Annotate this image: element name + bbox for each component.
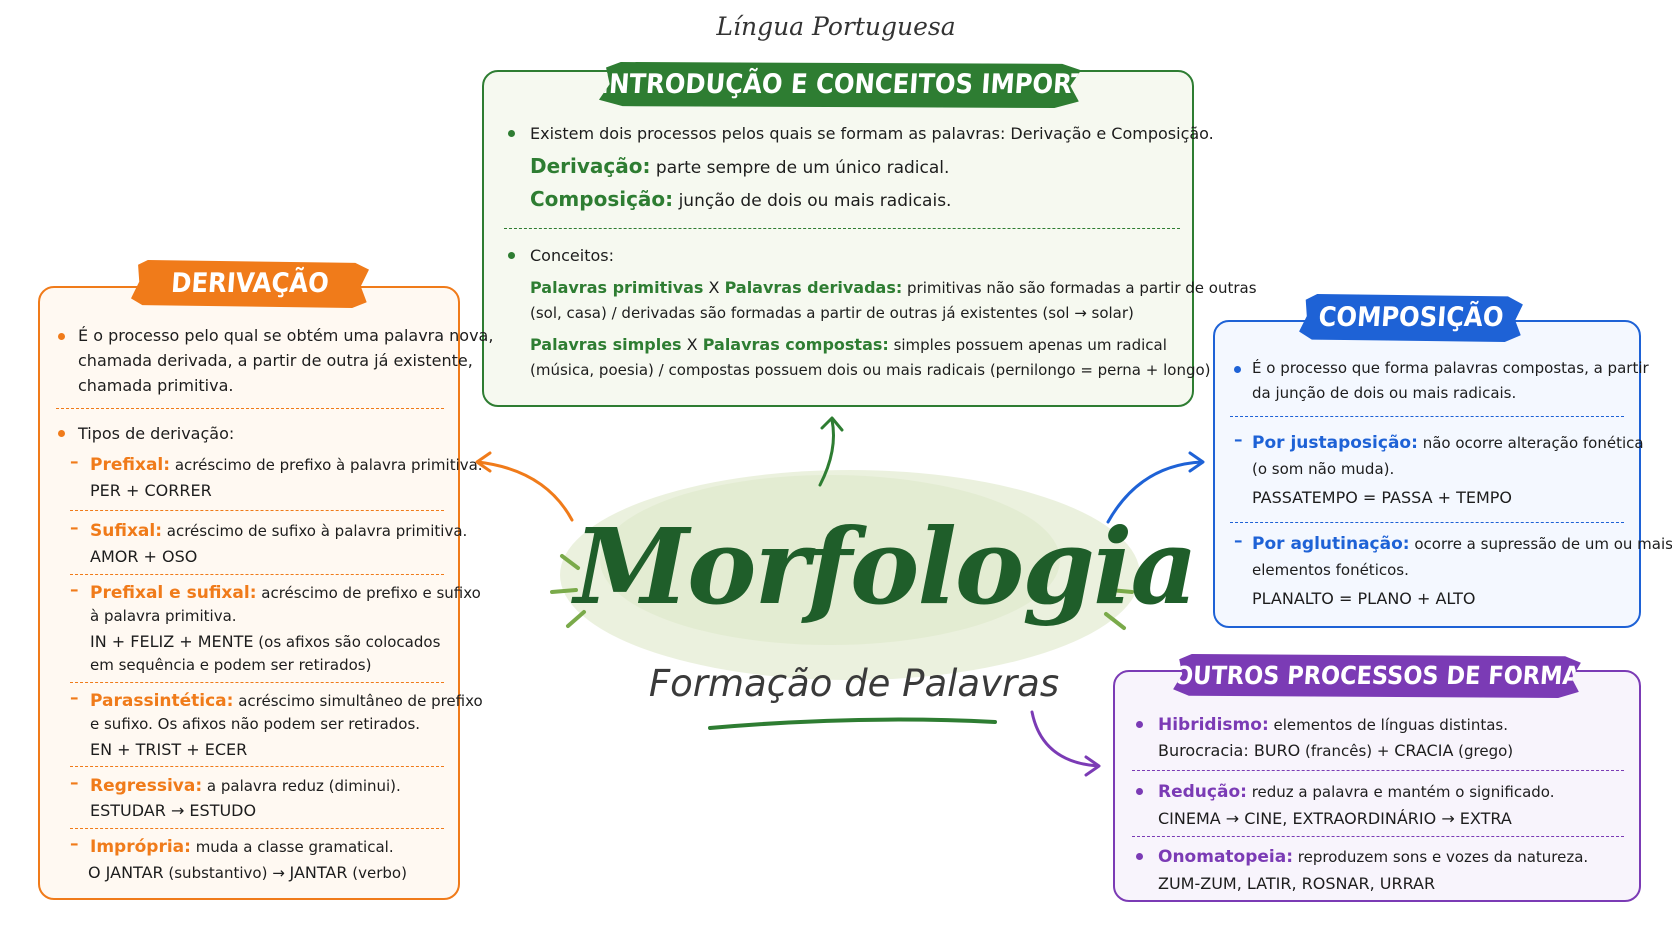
intro-line1: Existem dois processos pelos quais se fo… <box>530 124 1214 143</box>
parassintetica-line: Parassintética: acréscimo simultâneo de … <box>90 691 483 711</box>
outros-box <box>1113 670 1641 902</box>
justaposicao-line: Por justaposição: não ocorre alteração f… <box>1252 433 1644 453</box>
derivacao-def-1: É o processo pelo qual se obtém uma pala… <box>78 326 494 345</box>
derivacao-box <box>38 286 460 900</box>
dash-icon: – <box>1234 531 1243 551</box>
aglutinacao-line-2: elementos fonéticos. <box>1252 561 1409 579</box>
intro-concept-1: Palavras primitivas X Palavras derivadas… <box>530 278 1257 297</box>
derivacao-types-label: Tipos de derivação: <box>78 424 235 443</box>
composicao-def-1: É o processo que forma palavras composta… <box>1252 359 1649 377</box>
divider <box>1132 836 1624 837</box>
intro-concept-1-cont: (sol, casa) / derivadas são formadas a p… <box>530 304 1134 322</box>
composicao-box <box>1213 320 1641 628</box>
hibridismo-example: Burocracia: BURO (francês) + CRACIA (gre… <box>1158 741 1514 760</box>
main-title: Morfologia <box>574 505 1198 628</box>
outros-banner: OUTROS PROCESSOS DE FORMAÇÃO <box>1172 654 1581 698</box>
divider <box>504 228 1180 229</box>
prefixal-line: Prefixal: acréscimo de prefixo à palavra… <box>90 455 483 475</box>
presuf-example: IN + FELIZ + MENTE (os afixos são coloca… <box>90 632 441 651</box>
derivacao-def-3: chamada primitiva. <box>78 376 234 395</box>
composicao-banner: COMPOSIÇÃO <box>1298 294 1523 342</box>
intro-concepts-label: Conceitos: <box>530 246 614 265</box>
regressiva-example: ESTUDAR → ESTUDO <box>90 801 257 820</box>
divider <box>1230 416 1624 417</box>
derivacao-def-2: chamada derivada, a partir de outra já e… <box>78 351 473 370</box>
dash-icon: – <box>70 773 79 793</box>
prefixal-example: PER + CORRER <box>90 481 212 500</box>
divider <box>70 510 444 511</box>
arrow-to-composicao <box>1106 460 1204 524</box>
reducao-example: CINEMA → CINE, EXTRAORDINÁRIO → EXTRA <box>1158 809 1512 828</box>
divider <box>70 574 444 575</box>
derivacao-banner: DERIVAÇÃO <box>130 260 369 308</box>
regressiva-line: Regressiva: a palavra reduz (diminui). <box>90 776 401 796</box>
dash-icon: – <box>70 452 79 472</box>
divider <box>70 682 444 683</box>
hibridismo-line: Hibridismo: elementos de línguas distint… <box>1158 715 1509 735</box>
impropria-line: Imprópria: muda a classe gramatical. <box>90 837 394 857</box>
bullet-icon <box>1136 788 1143 795</box>
aglutinacao-line: Por aglutinação: ocorre a supressão de u… <box>1252 534 1672 554</box>
divider <box>56 408 444 409</box>
dash-icon: – <box>1234 430 1243 450</box>
divider <box>70 766 444 767</box>
intro-box <box>482 70 1194 407</box>
intro-derivacao: Derivação: parte sempre de um único radi… <box>530 154 950 178</box>
bullet-icon <box>1136 721 1143 728</box>
underline-stroke <box>708 717 997 730</box>
onomatopeia-line: Onomatopeia: reproduzem sons e vozes da … <box>1158 847 1589 867</box>
arrow-to-derivacao <box>476 460 574 522</box>
dash-icon: – <box>70 580 79 600</box>
justaposicao-line-2: (o som não muda). <box>1252 460 1395 478</box>
sparkle-left <box>550 554 586 628</box>
parassintetica-example: EN + TRIST + ECER <box>90 740 248 759</box>
dash-icon: – <box>70 518 79 538</box>
bullet-icon <box>1136 853 1143 860</box>
reducao-line: Redução: reduz a palavra e mantém o sign… <box>1158 782 1555 802</box>
aglutinacao-example: PLANALTO = PLANO + ALTO <box>1252 589 1476 608</box>
bullet-icon <box>508 252 515 259</box>
arrow-to-outros <box>1030 710 1100 768</box>
divider <box>70 828 444 829</box>
presuf-line: Prefixal e sufixal: acréscimo de prefixo… <box>90 583 481 603</box>
onomatopeia-example: ZUM-ZUM, LATIR, ROSNAR, URRAR <box>1158 874 1436 893</box>
intro-composicao: Composição: junção de dois ou mais radic… <box>530 187 952 211</box>
bullet-icon <box>508 130 515 137</box>
justaposicao-example: PASSATEMPO = PASSA + TEMPO <box>1252 488 1513 507</box>
divider <box>1132 770 1624 771</box>
arrow-to-intro <box>818 418 835 487</box>
bullet-icon <box>58 333 65 340</box>
intro-banner: INTRODUÇÃO E CONCEITOS IMPORTANTES <box>598 62 1081 108</box>
intro-concept-2-cont: (música, poesia) / compostas possuem doi… <box>530 361 1211 379</box>
impropria-example: O JANTAR (substantivo) → JANTAR (verbo) <box>88 863 407 882</box>
presuf-line-2: à palavra primitiva. <box>90 607 237 625</box>
dash-icon: – <box>70 688 79 708</box>
brush-background-inner <box>600 475 1060 645</box>
sufixal-example: AMOR + OSO <box>90 547 198 566</box>
parassintetica-line-2: e sufixo. Os afixos não podem ser retira… <box>90 715 421 733</box>
sufixal-line: Sufixal: acréscimo de sufixo à palavra p… <box>90 521 468 541</box>
dash-icon: – <box>70 834 79 854</box>
sparkle-right <box>1104 556 1134 630</box>
presuf-note-2: em sequência e podem ser retirados) <box>90 656 372 674</box>
bullet-icon <box>1234 366 1241 373</box>
main-subtitle: Formação de Palavras <box>648 662 1060 705</box>
intro-concept-2: Palavras simples X Palavras compostas: s… <box>530 335 1167 354</box>
composicao-def-2: da junção de dois ou mais radicais. <box>1252 384 1517 402</box>
bullet-icon <box>58 430 65 437</box>
divider <box>1230 522 1624 523</box>
subject-title: Língua Portuguesa <box>716 12 956 41</box>
